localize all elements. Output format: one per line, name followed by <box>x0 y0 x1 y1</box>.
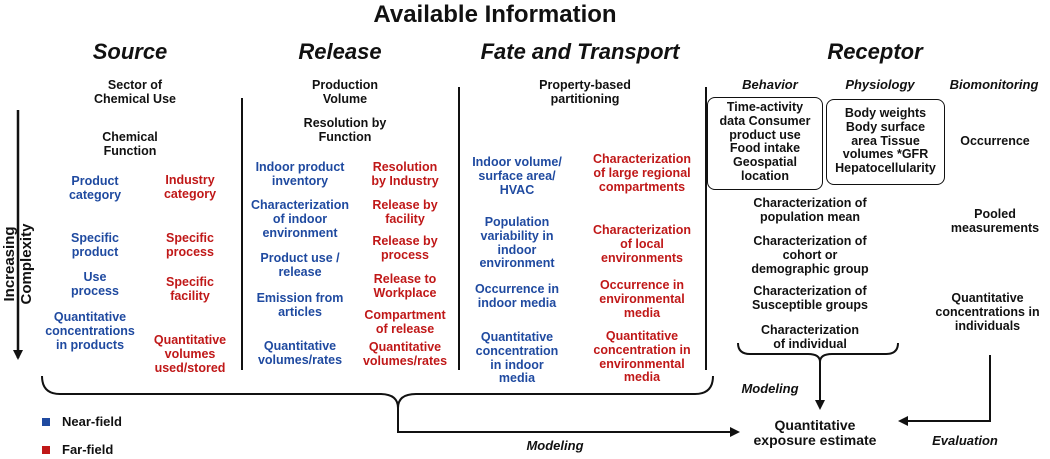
header-receptor: Receptor <box>827 39 923 64</box>
divider-fate-receptor <box>705 87 707 370</box>
divider-release-fate <box>458 87 460 370</box>
receptor-biomonitoring: Biomonitoring <box>949 77 1039 92</box>
header-release: Release <box>298 39 382 64</box>
divider-source-release <box>241 98 243 370</box>
modeling-label-bottom: Modeling <box>526 438 584 453</box>
legend-near-label: Near-field <box>62 414 122 429</box>
physiology-box <box>826 99 945 185</box>
modeling-label-right: Modeling <box>741 381 799 396</box>
receptor-behavior: Behavior <box>742 77 798 92</box>
behavior-box <box>707 97 823 190</box>
fate-near-1: Indoor volume/surface area/HVAC <box>472 155 562 197</box>
receptor-brace <box>737 342 899 363</box>
evaluation-arrow <box>898 355 991 426</box>
biomon-occurrence: Occurrence <box>960 134 1030 148</box>
release-near-3: Product use /release <box>260 251 340 279</box>
header-source: Source <box>92 39 168 64</box>
receptor-physiology: Physiology <box>845 77 915 92</box>
legend-far-swatch <box>42 446 50 454</box>
evaluation-label: Evaluation <box>932 433 998 448</box>
legend-far-label: Far-field <box>62 442 114 457</box>
bottom-brace <box>41 375 714 409</box>
diagram-title: Available Information <box>373 1 617 28</box>
legend-near-swatch <box>42 418 50 426</box>
modeling-arrow-bottom <box>397 408 740 437</box>
header-fate: Fate and Transport <box>480 39 680 64</box>
